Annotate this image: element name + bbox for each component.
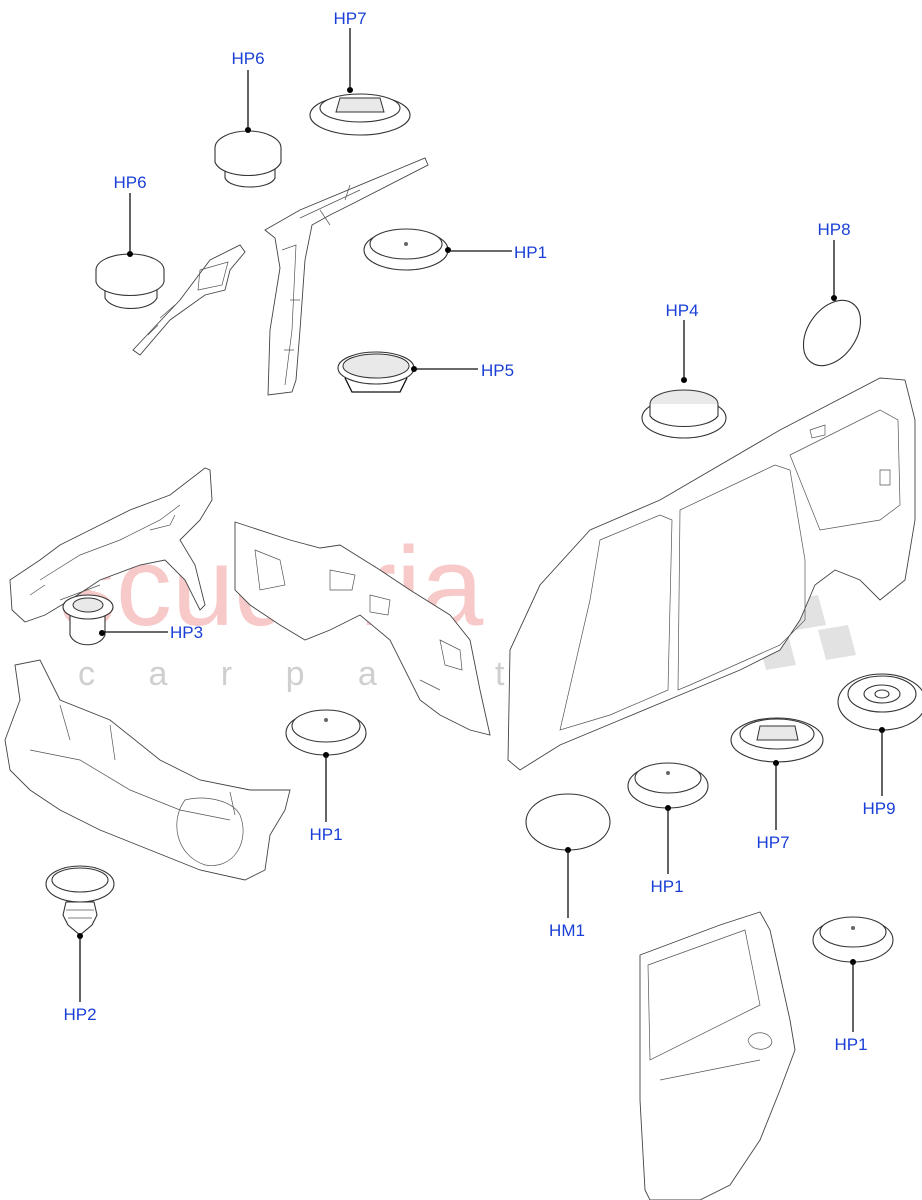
hp7-plug-top bbox=[309, 87, 411, 136]
hp3-plug bbox=[62, 594, 114, 646]
callout-labels: HP7 HP6 HP6 HP1 HP5 HP8 HP4 HP3 HP1 HP2 … bbox=[63, 9, 895, 1054]
callout-hp5: HP5 bbox=[481, 361, 514, 380]
hp9-plug bbox=[837, 673, 922, 733]
hp1-plug-bottom bbox=[812, 916, 894, 965]
hp1-plug-lower bbox=[627, 762, 709, 811]
callout-hp8: HP8 bbox=[817, 220, 850, 239]
rear-door bbox=[639, 911, 796, 1200]
callout-hp1-middle: HP1 bbox=[309, 825, 342, 844]
hp6-plug-lower bbox=[95, 251, 165, 309]
hp1-plug-upper bbox=[363, 228, 451, 271]
callout-hp6-upper: HP6 bbox=[231, 49, 264, 68]
hp6-plug-upper bbox=[214, 127, 282, 188]
callout-hp1-upper: HP1 bbox=[514, 243, 547, 262]
hp5-plug bbox=[337, 351, 417, 393]
callout-hp9: HP9 bbox=[862, 799, 895, 818]
callout-hp7-top: HP7 bbox=[333, 9, 366, 28]
vehicle-body-side bbox=[507, 377, 916, 771]
front-wing-inner bbox=[9, 467, 213, 623]
hp4-plug bbox=[641, 377, 727, 439]
bulkhead-panel bbox=[234, 521, 491, 736]
callout-hm1: HM1 bbox=[549, 921, 585, 940]
watermark-sub: c a r p a r t s bbox=[78, 655, 597, 693]
callout-hp6-lower: HP6 bbox=[113, 173, 146, 192]
hm1-patch bbox=[525, 793, 611, 853]
callout-hp1-bottom: HP1 bbox=[834, 1035, 867, 1054]
hp7-plug-lower bbox=[730, 717, 824, 766]
callout-hp7-lower: HP7 bbox=[756, 833, 789, 852]
a-pillar-rail bbox=[132, 244, 246, 356]
callout-hp3: HP3 bbox=[170, 623, 203, 642]
roof-pillar-panel bbox=[264, 157, 429, 396]
hp8-plug bbox=[802, 295, 862, 367]
hp2-clip bbox=[45, 865, 115, 939]
callout-hp1-lower: HP1 bbox=[650, 877, 683, 896]
callout-hp4: HP4 bbox=[665, 301, 698, 320]
front-end-carrier bbox=[4, 659, 291, 881]
callout-hp2: HP2 bbox=[63, 1005, 96, 1024]
hp1-plug-middle bbox=[285, 709, 367, 758]
leader-lines bbox=[79, 28, 883, 1032]
